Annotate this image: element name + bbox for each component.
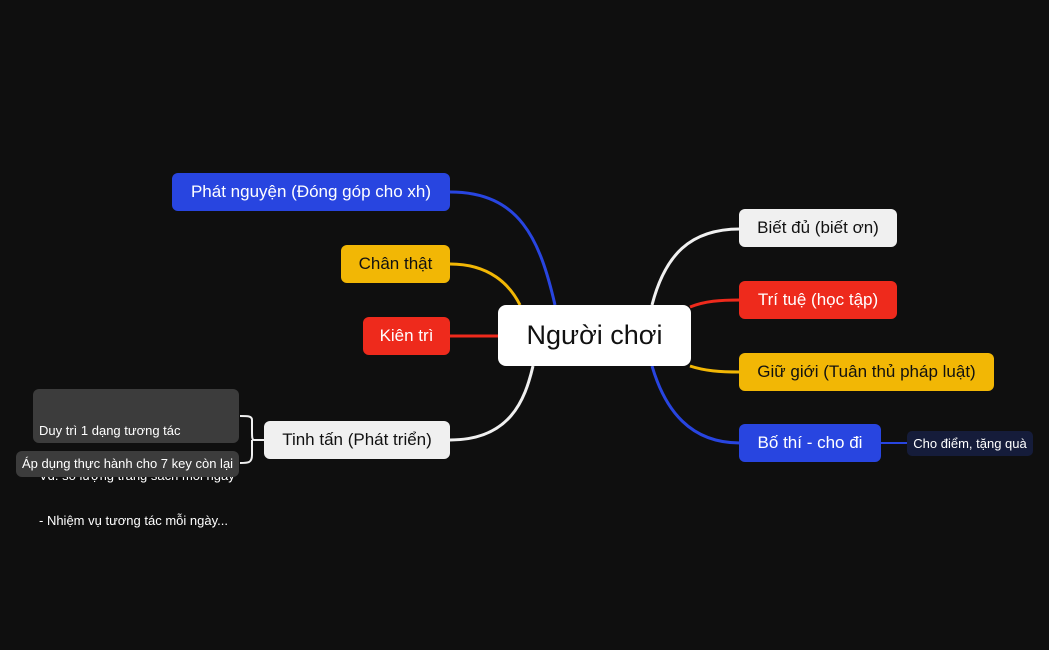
node-phat-nguyen[interactable]: Phát nguyện (Đóng góp cho xh)	[172, 173, 450, 211]
node-tinh-tan[interactable]: Tinh tấn (Phát triển)	[264, 421, 450, 459]
note-line-1: Duy trì 1 dạng tương tác	[39, 423, 181, 438]
node-chan-that[interactable]: Chân thật	[341, 245, 450, 283]
link-chan-that	[449, 262, 522, 306]
note-ap-dung[interactable]: Áp dụng thực hành cho 7 key còn lại	[16, 451, 239, 477]
node-bo-thi[interactable]: Bố thí - cho đi	[739, 424, 881, 462]
link-phat-nguyen	[449, 190, 557, 306]
bracket-tinh-tan	[239, 415, 264, 464]
link-tri-tue	[689, 298, 741, 309]
link-giu-gioi	[689, 364, 741, 374]
link-biet-du	[650, 227, 741, 306]
note-duy-tri[interactable]: Duy trì 1 dạng tương tác Vd: số lượng tr…	[33, 389, 239, 528]
node-tri-tue[interactable]: Trí tuệ (học tập)	[739, 281, 897, 319]
root-node[interactable]: Người chơi	[498, 305, 691, 366]
link-bo-thi	[650, 365, 741, 445]
node-kien-tri[interactable]: Kiên trì	[363, 317, 450, 355]
link-tinh-tan	[449, 365, 535, 442]
node-cho-diem[interactable]: Cho điểm, tặng quà	[907, 431, 1033, 456]
note-line-3: - Nhiệm vụ tương tác mỗi ngày...	[39, 513, 228, 528]
node-giu-gioi[interactable]: Giữ giới (Tuân thủ pháp luật)	[739, 353, 994, 391]
node-biet-du[interactable]: Biết đủ (biết ơn)	[739, 209, 897, 247]
